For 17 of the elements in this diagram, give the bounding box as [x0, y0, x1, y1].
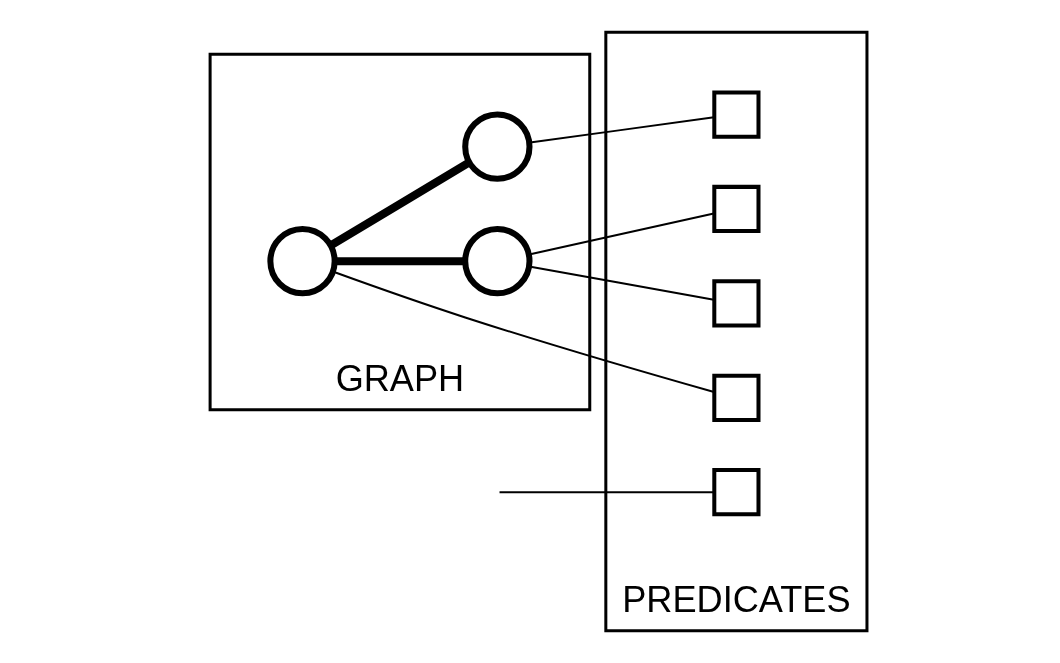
connector [499, 491, 714, 494]
cluster: PREDICATES [603, 30, 868, 633]
connector [528, 212, 714, 256]
cluster: GRAPH [208, 52, 591, 412]
connector [328, 159, 471, 249]
connector [529, 116, 714, 144]
node-box [711, 90, 760, 139]
connector [332, 270, 714, 394]
node-circle [266, 226, 338, 297]
node-box [711, 279, 760, 328]
node-circle [461, 226, 532, 297]
node-box [711, 468, 760, 517]
node-box [711, 373, 760, 422]
node-circle [461, 111, 532, 182]
connector [334, 257, 465, 266]
node-box [711, 184, 760, 234]
connector [528, 265, 714, 301]
